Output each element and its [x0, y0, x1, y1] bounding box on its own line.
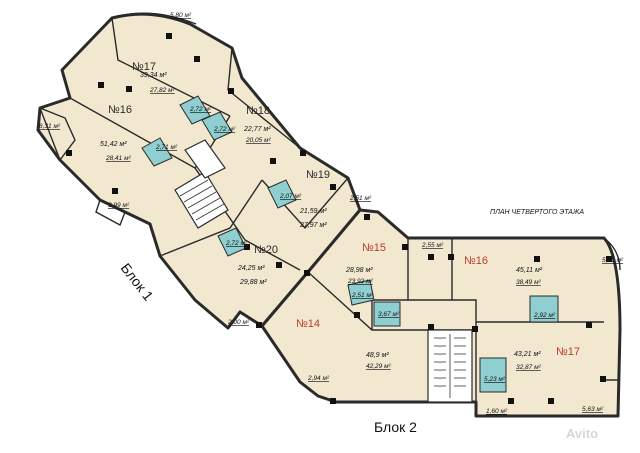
avito-watermark: Avito [543, 421, 598, 441]
unit-label-n19: №19 [306, 169, 330, 181]
balcony-area-n16-top: 6,31 м² [39, 123, 61, 130]
bath-area-n16b: 2,92 м² [533, 312, 556, 319]
living-area-n18: 22,77 м² [243, 126, 271, 133]
structural-columns [66, 33, 612, 404]
bath-area-n14: 3,67 м² [378, 311, 400, 318]
balcony-area-n17: 5,80 м² [170, 12, 192, 19]
bathroom-n16 [141, 137, 173, 167]
watermark-text: Avito [566, 426, 598, 441]
living-area-n19: 21,59 м² [299, 208, 327, 215]
total-area-n15: 23,92 м² [347, 278, 374, 285]
total-area-n14: 42,29 м² [366, 363, 392, 370]
unit-label-n16: №16 [108, 104, 132, 116]
bath-area-n18: 2,72 м² [213, 126, 236, 133]
unit-label-n18: №18 [246, 105, 270, 117]
unit-label-n15: №15 [362, 242, 386, 254]
bath-area-n17: 2,72 м² [189, 106, 212, 113]
bath-area-n20: 2,72 м² [225, 240, 248, 247]
total-area-n20: 29,88 м² [239, 279, 267, 286]
bathroom-n16b [529, 295, 559, 323]
living-area-n14: 48,9 м² [366, 352, 389, 359]
plan-title: ПЛАН ЧЕТВЕРТОГО ЭТАЖА [490, 209, 584, 216]
balcony-area-n17b-left: 1,60 м² [486, 408, 508, 415]
living-area-n17: 39,34 м² [140, 72, 167, 79]
balcony-area-n19: 2,51 м² [349, 195, 372, 202]
unit-label-n16b: №16 [464, 255, 488, 267]
total-area-n18: 20,05 м² [245, 137, 272, 144]
total-area-n17: 27,82 м² [149, 87, 176, 94]
unit-label-n14: №14 [296, 318, 320, 330]
total-area-n19: 27,97 м² [299, 222, 327, 229]
unit-label-n17: №17 [132, 61, 156, 73]
living-area-n15: 28,98 м² [345, 267, 373, 274]
balcony-area-n16b: 5,61 м² [602, 257, 624, 264]
stair-core-block-2 [427, 329, 473, 403]
balcony-area-n16-bottom: 3,99 м² [108, 202, 130, 209]
unit-label-n17b: №17 [556, 346, 580, 358]
total-area-n16: 28,41 м² [105, 155, 132, 162]
bathroom-n17b [479, 357, 507, 393]
unit-label-n20: №20 [254, 244, 278, 256]
bathroom-n15 [347, 279, 375, 306]
living-area-n16: 51,42 м² [100, 141, 127, 148]
bathroom-n19 [267, 179, 297, 209]
bathroom-n14 [373, 301, 401, 327]
total-area-n16b: 38,49 м² [516, 279, 542, 286]
balcony-area-n15: 2,55 м² [421, 242, 444, 249]
bath-area-n17b: 5,23 м² [484, 376, 506, 383]
living-area-n17b: 43,21 м² [514, 351, 541, 358]
bath-area-n15: 2,51 м² [351, 292, 374, 299]
living-area-n16b: 45,11 м² [516, 267, 543, 274]
living-area-n20: 24,25 м² [237, 265, 265, 272]
bath-area-n19: 2,07 м² [279, 193, 302, 200]
stair-core-block-1 [174, 139, 229, 229]
bathroom-n18 [201, 111, 233, 141]
bath-area-n16: 2,71 м² [155, 144, 178, 151]
block-2-label: Блок 2 [374, 419, 417, 435]
block-1-label: Блок 1 [118, 260, 157, 304]
balcony-area-n14: 2,94 м² [307, 375, 330, 382]
total-area-n17b: 32,87 м² [516, 364, 542, 371]
balcony-area-n20: 2,00 м² [227, 319, 250, 326]
balcony-area-n17b-right: 5,63 м² [582, 406, 604, 413]
